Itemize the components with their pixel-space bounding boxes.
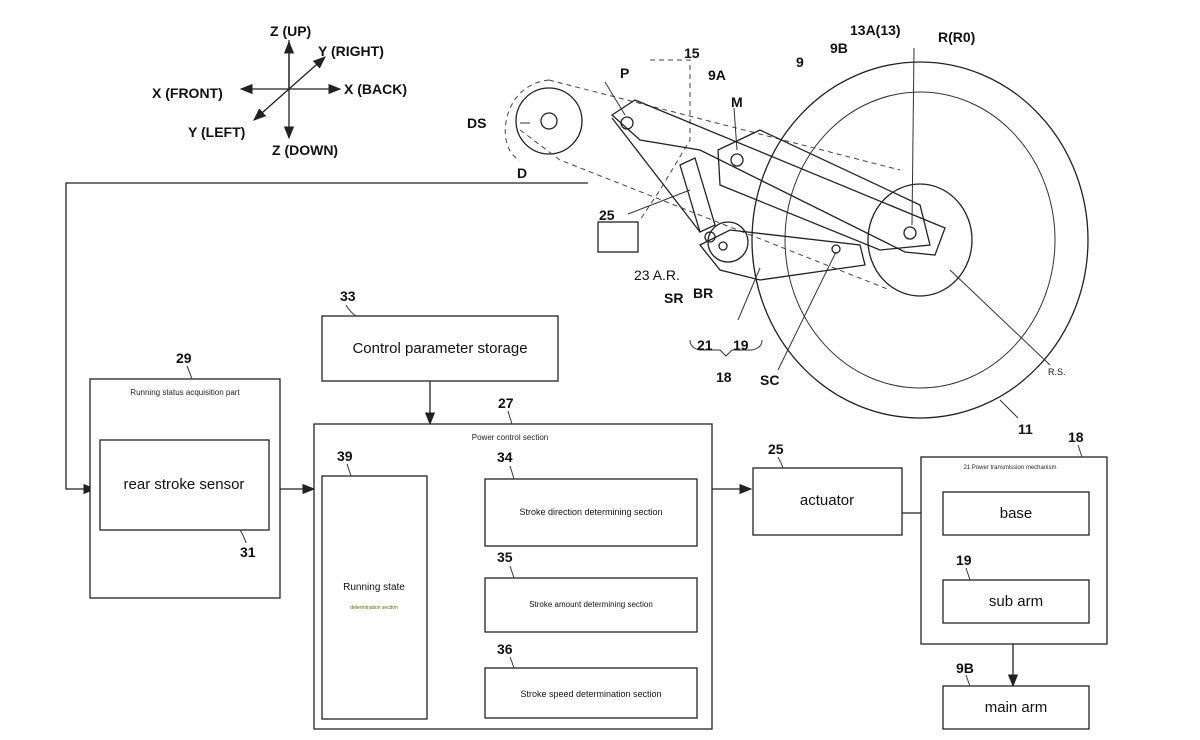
label-18-mech: 18	[716, 369, 732, 385]
axis-x-back-label: X (BACK)	[344, 81, 407, 97]
base-block: base	[943, 492, 1089, 535]
pivot-p	[621, 117, 633, 129]
acquisition-title: Running status acquisition part	[130, 388, 240, 397]
rear-wheel-outline	[752, 62, 1088, 418]
label-ds: DS	[467, 115, 486, 131]
running-state-sublabel: determination section	[350, 605, 398, 611]
label-p: P	[620, 65, 629, 81]
label-25-mech: 25	[599, 207, 615, 223]
label-rs: R.S.	[1048, 367, 1066, 377]
label-21: 21	[697, 337, 713, 353]
speed-label: Stroke speed determination section	[520, 689, 661, 699]
label-11: 11	[1018, 421, 1033, 437]
power-title: Power control section	[472, 433, 548, 442]
ref-31: 31	[240, 544, 256, 560]
drive-chain-front	[505, 80, 549, 160]
drive-sprocket	[516, 88, 582, 154]
drive-shaft	[541, 113, 557, 129]
rear-wheel-rim	[785, 92, 1055, 388]
ref-25: 25	[768, 441, 784, 457]
label-sc: SC	[760, 372, 779, 388]
label-ar: 23 A.R.	[634, 267, 680, 283]
main-arm-shape	[612, 100, 945, 255]
ref-35: 35	[497, 549, 513, 565]
label-m: M	[731, 94, 743, 110]
label-9b: 9B	[830, 40, 848, 56]
ref-33: 33	[340, 288, 356, 304]
ref-19: 19	[956, 552, 972, 568]
label-br: BR	[693, 285, 713, 301]
axis-y-left-label: Y (LEFT)	[188, 124, 245, 140]
label-sr: SR	[664, 290, 683, 306]
ref-34: 34	[497, 449, 513, 465]
ref-36: 36	[497, 641, 513, 657]
running-state-determination-block: Running state determination section 39	[322, 448, 427, 719]
ref-29: 29	[176, 350, 192, 366]
ref-18: 18	[1068, 429, 1084, 445]
control-parameter-storage-block: Control parameter storage 33	[322, 288, 558, 381]
sub-arm-label: sub arm	[989, 593, 1043, 610]
label-13a: 13A(13)	[850, 22, 901, 38]
axis-z-down-label: Z (DOWN)	[272, 142, 338, 158]
storage-label: Control parameter storage	[352, 340, 527, 357]
ref-27: 27	[498, 395, 514, 411]
rear-hub	[868, 184, 972, 296]
bell-crank	[708, 222, 748, 262]
label-15: 15	[684, 45, 700, 61]
label-r: R(R0)	[938, 29, 975, 45]
actuator-label: actuator	[800, 492, 854, 509]
actuator-block: actuator 25	[753, 441, 902, 535]
direction-label: Stroke direction determining section	[519, 507, 662, 517]
axis-legend: Z (UP) Y (RIGHT) X (FRONT) X (BACK) Y (L…	[152, 23, 407, 158]
base-label: base	[1000, 505, 1033, 522]
main-arm-label: main arm	[985, 699, 1048, 716]
axis-x-front-label: X (FRONT)	[152, 85, 223, 101]
label-9: 9	[796, 54, 804, 70]
rear-axle	[904, 227, 916, 239]
axis-z-up-label: Z (UP)	[270, 23, 311, 39]
transmission-title: 21 Power transmission mechanism	[963, 465, 1056, 471]
swingarm-mechanism-drawing: DS D P 15 9A M 9 9B 13A(13) R(R0) 25 23 …	[467, 22, 1088, 437]
axis-y-right-label: Y (RIGHT)	[318, 43, 384, 59]
label-19-mech: 19	[733, 337, 749, 353]
frame-outline	[640, 60, 690, 220]
label-d: D	[517, 165, 527, 181]
main-arm-block: main arm 9B	[943, 660, 1089, 729]
label-9a: 9A	[708, 67, 726, 83]
sensor-label: rear stroke sensor	[124, 476, 245, 493]
pivot-m	[731, 154, 743, 166]
running-state-label: Running state	[343, 582, 405, 593]
ref-9b: 9B	[956, 660, 974, 676]
lower-link-shape	[700, 230, 865, 280]
ref-39: 39	[337, 448, 353, 464]
amount-label: Stroke amount determining section	[529, 600, 653, 609]
actuator-cylinder	[680, 158, 715, 232]
